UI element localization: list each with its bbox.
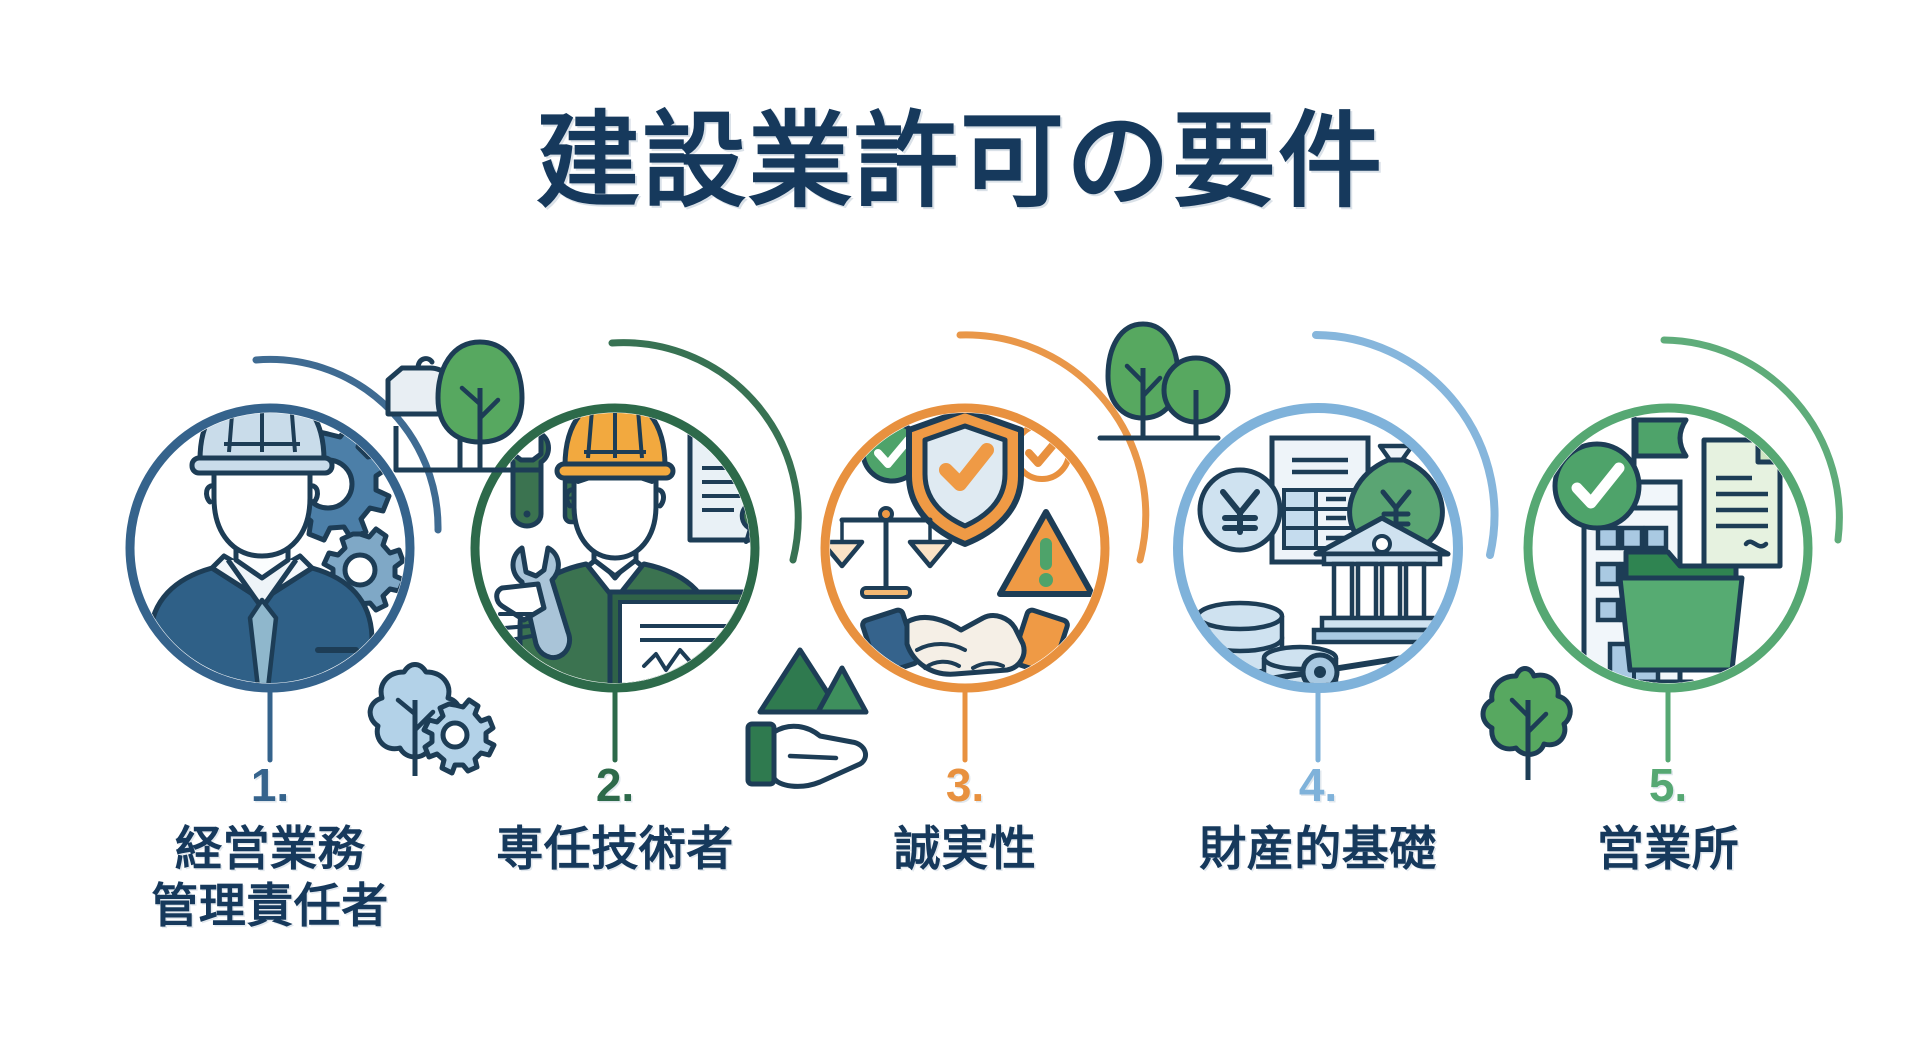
mountains-icon bbox=[757, 647, 869, 715]
step-label-4: 4. 財産的基礎 bbox=[1148, 762, 1488, 877]
step-label-1: 1. 経営業務 管理責任者 bbox=[100, 762, 440, 935]
step-title-1: 経営業務 管理責任者 bbox=[151, 822, 389, 933]
step-number-3: 3. bbox=[945, 759, 985, 811]
gear-decor-icon bbox=[421, 697, 497, 776]
blue-tree-and-gear-decor bbox=[367, 662, 497, 776]
step-number-2: 2. bbox=[595, 759, 635, 811]
green-tree-decor bbox=[1480, 666, 1573, 780]
green-tree-tall-icon bbox=[435, 339, 525, 470]
step-title-3: 誠実性 bbox=[893, 822, 1037, 875]
integrity-shield-handshake-icon bbox=[830, 413, 1095, 677]
green-tree-round-icon bbox=[1161, 355, 1231, 438]
step-title-2: 専任技術者 bbox=[496, 822, 734, 875]
step-label-2: 2. 専任技術者 bbox=[445, 762, 785, 877]
step-label-5: 5. 営業所 bbox=[1498, 762, 1838, 877]
step-title-5: 営業所 bbox=[1596, 822, 1740, 875]
green-tree-tall-2-icon bbox=[1105, 321, 1181, 438]
step-number-1: 1. bbox=[250, 759, 290, 811]
office-location-icon bbox=[1552, 415, 1783, 683]
open-hand-icon bbox=[745, 721, 869, 789]
step-title-4: 財産的基礎 bbox=[1199, 822, 1437, 875]
technician-with-certificate-icon bbox=[494, 413, 750, 683]
page-title: 建設業許可の要件 bbox=[535, 104, 1384, 220]
hand-holding-mountains-decor bbox=[745, 647, 869, 789]
twin-trees-decor bbox=[1097, 321, 1231, 441]
step-label-3: 3. 誠実性 bbox=[795, 762, 1135, 877]
stem-lines bbox=[267, 685, 1671, 763]
step-number-4: 4. bbox=[1298, 759, 1338, 811]
shelter-and-tree-decor bbox=[385, 339, 543, 473]
step-number-5: 5. bbox=[1648, 759, 1688, 811]
connector-arcs bbox=[252, 331, 1843, 564]
manager-with-gears-icon bbox=[147, 413, 405, 683]
